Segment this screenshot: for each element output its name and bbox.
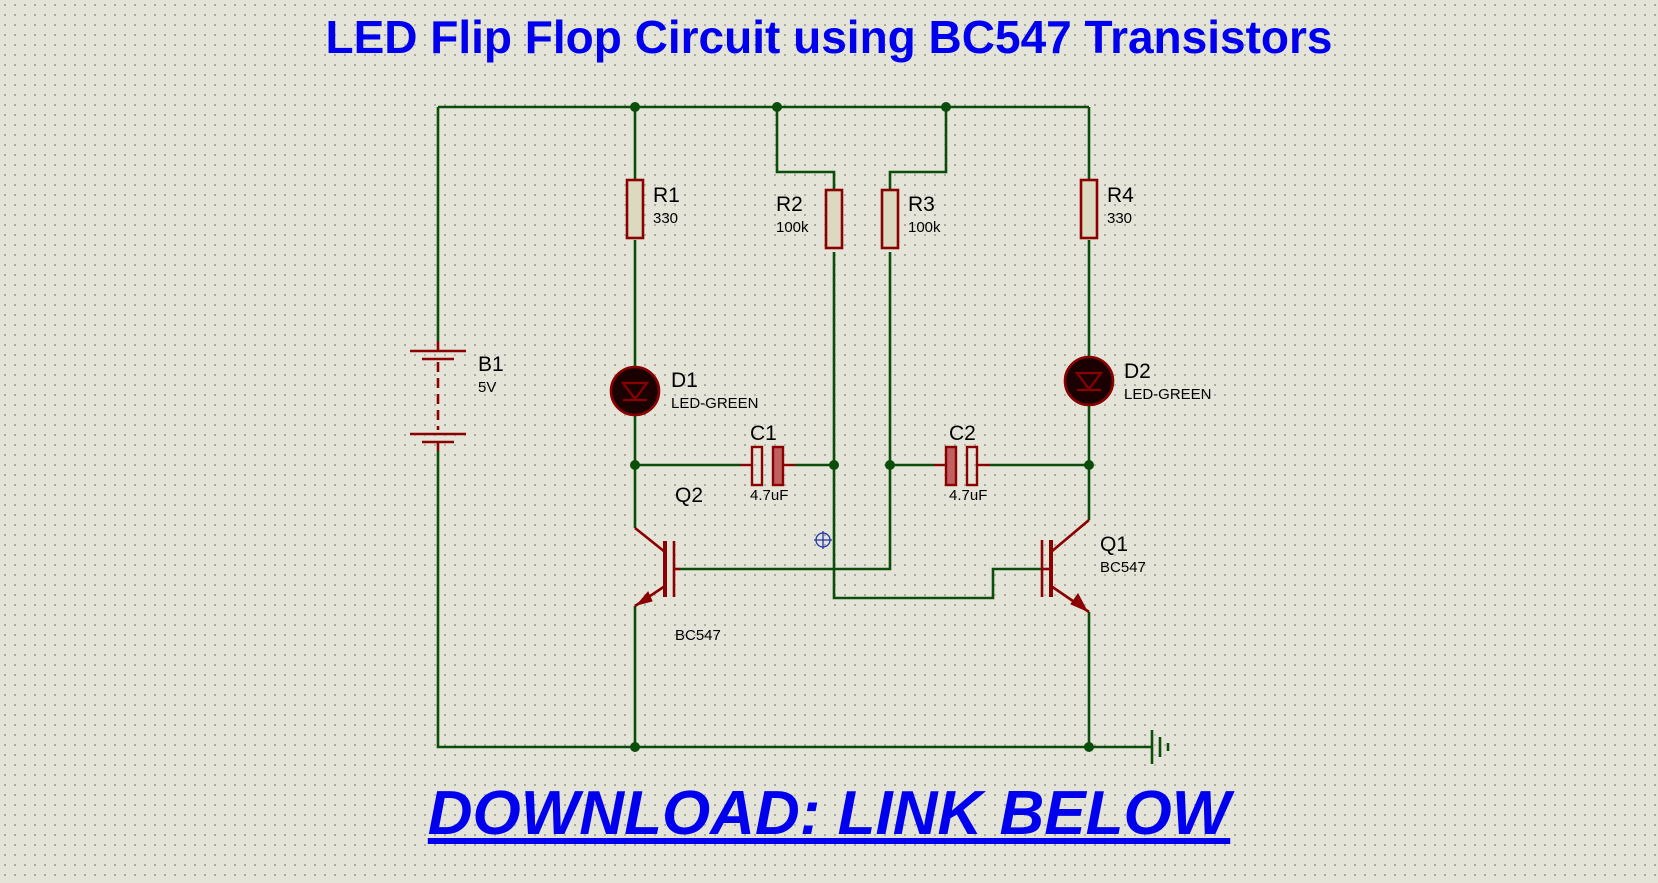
r1-label: R1: [653, 184, 680, 207]
q2-label: Q2: [675, 484, 703, 507]
c1-value: 4.7uF: [750, 487, 788, 504]
d2-label: D2: [1124, 360, 1151, 383]
resistor-r3[interactable]: R3 100k: [880, 188, 941, 250]
crosshair-icon: [814, 531, 832, 549]
r4-label: R4: [1107, 184, 1134, 207]
capacitor-c1[interactable]: C1 4.7uF: [740, 422, 795, 504]
page-title: LED Flip Flop Circuit using BC547 Transi…: [325, 11, 1333, 63]
ground-icon: [1150, 730, 1170, 764]
transistor-q1[interactable]: Q1 BC547: [1040, 519, 1146, 614]
r3-value: 100k: [908, 219, 941, 236]
b1-label: B1: [478, 353, 504, 376]
d2-value: LED-GREEN: [1124, 386, 1212, 403]
transistor-q2[interactable]: Q2 BC547: [634, 484, 721, 644]
capacitor-c2[interactable]: C2 4.7uF: [934, 422, 990, 504]
battery-b1[interactable]: B1 5V: [410, 341, 504, 451]
download-link[interactable]: DOWNLOAD: LINK BELOW: [427, 779, 1231, 848]
q1-value: BC547: [1100, 559, 1146, 576]
r1-value: 330: [653, 210, 678, 227]
d1-value: LED-GREEN: [671, 395, 759, 412]
b1-value: 5V: [478, 379, 496, 396]
resistor-r1[interactable]: R1 330: [625, 178, 680, 240]
resistor-r2[interactable]: R2 100k: [776, 188, 844, 250]
q2-value: BC547: [675, 627, 721, 644]
c2-value: 4.7uF: [949, 487, 987, 504]
led-d1[interactable]: D1 LED-GREEN: [609, 365, 759, 417]
junction-dots: [630, 102, 1094, 752]
d1-label: D1: [671, 369, 698, 392]
resistor-r4[interactable]: R4 330: [1079, 178, 1134, 240]
c1-label: C1: [750, 422, 777, 445]
r4-value: 330: [1107, 210, 1132, 227]
r2-label: R2: [776, 193, 803, 216]
r2-value: 100k: [776, 219, 809, 236]
q1-label: Q1: [1100, 533, 1128, 556]
c2-label: C2: [949, 422, 976, 445]
led-d2[interactable]: D2 LED-GREEN: [1063, 355, 1212, 407]
r3-label: R3: [908, 193, 935, 216]
